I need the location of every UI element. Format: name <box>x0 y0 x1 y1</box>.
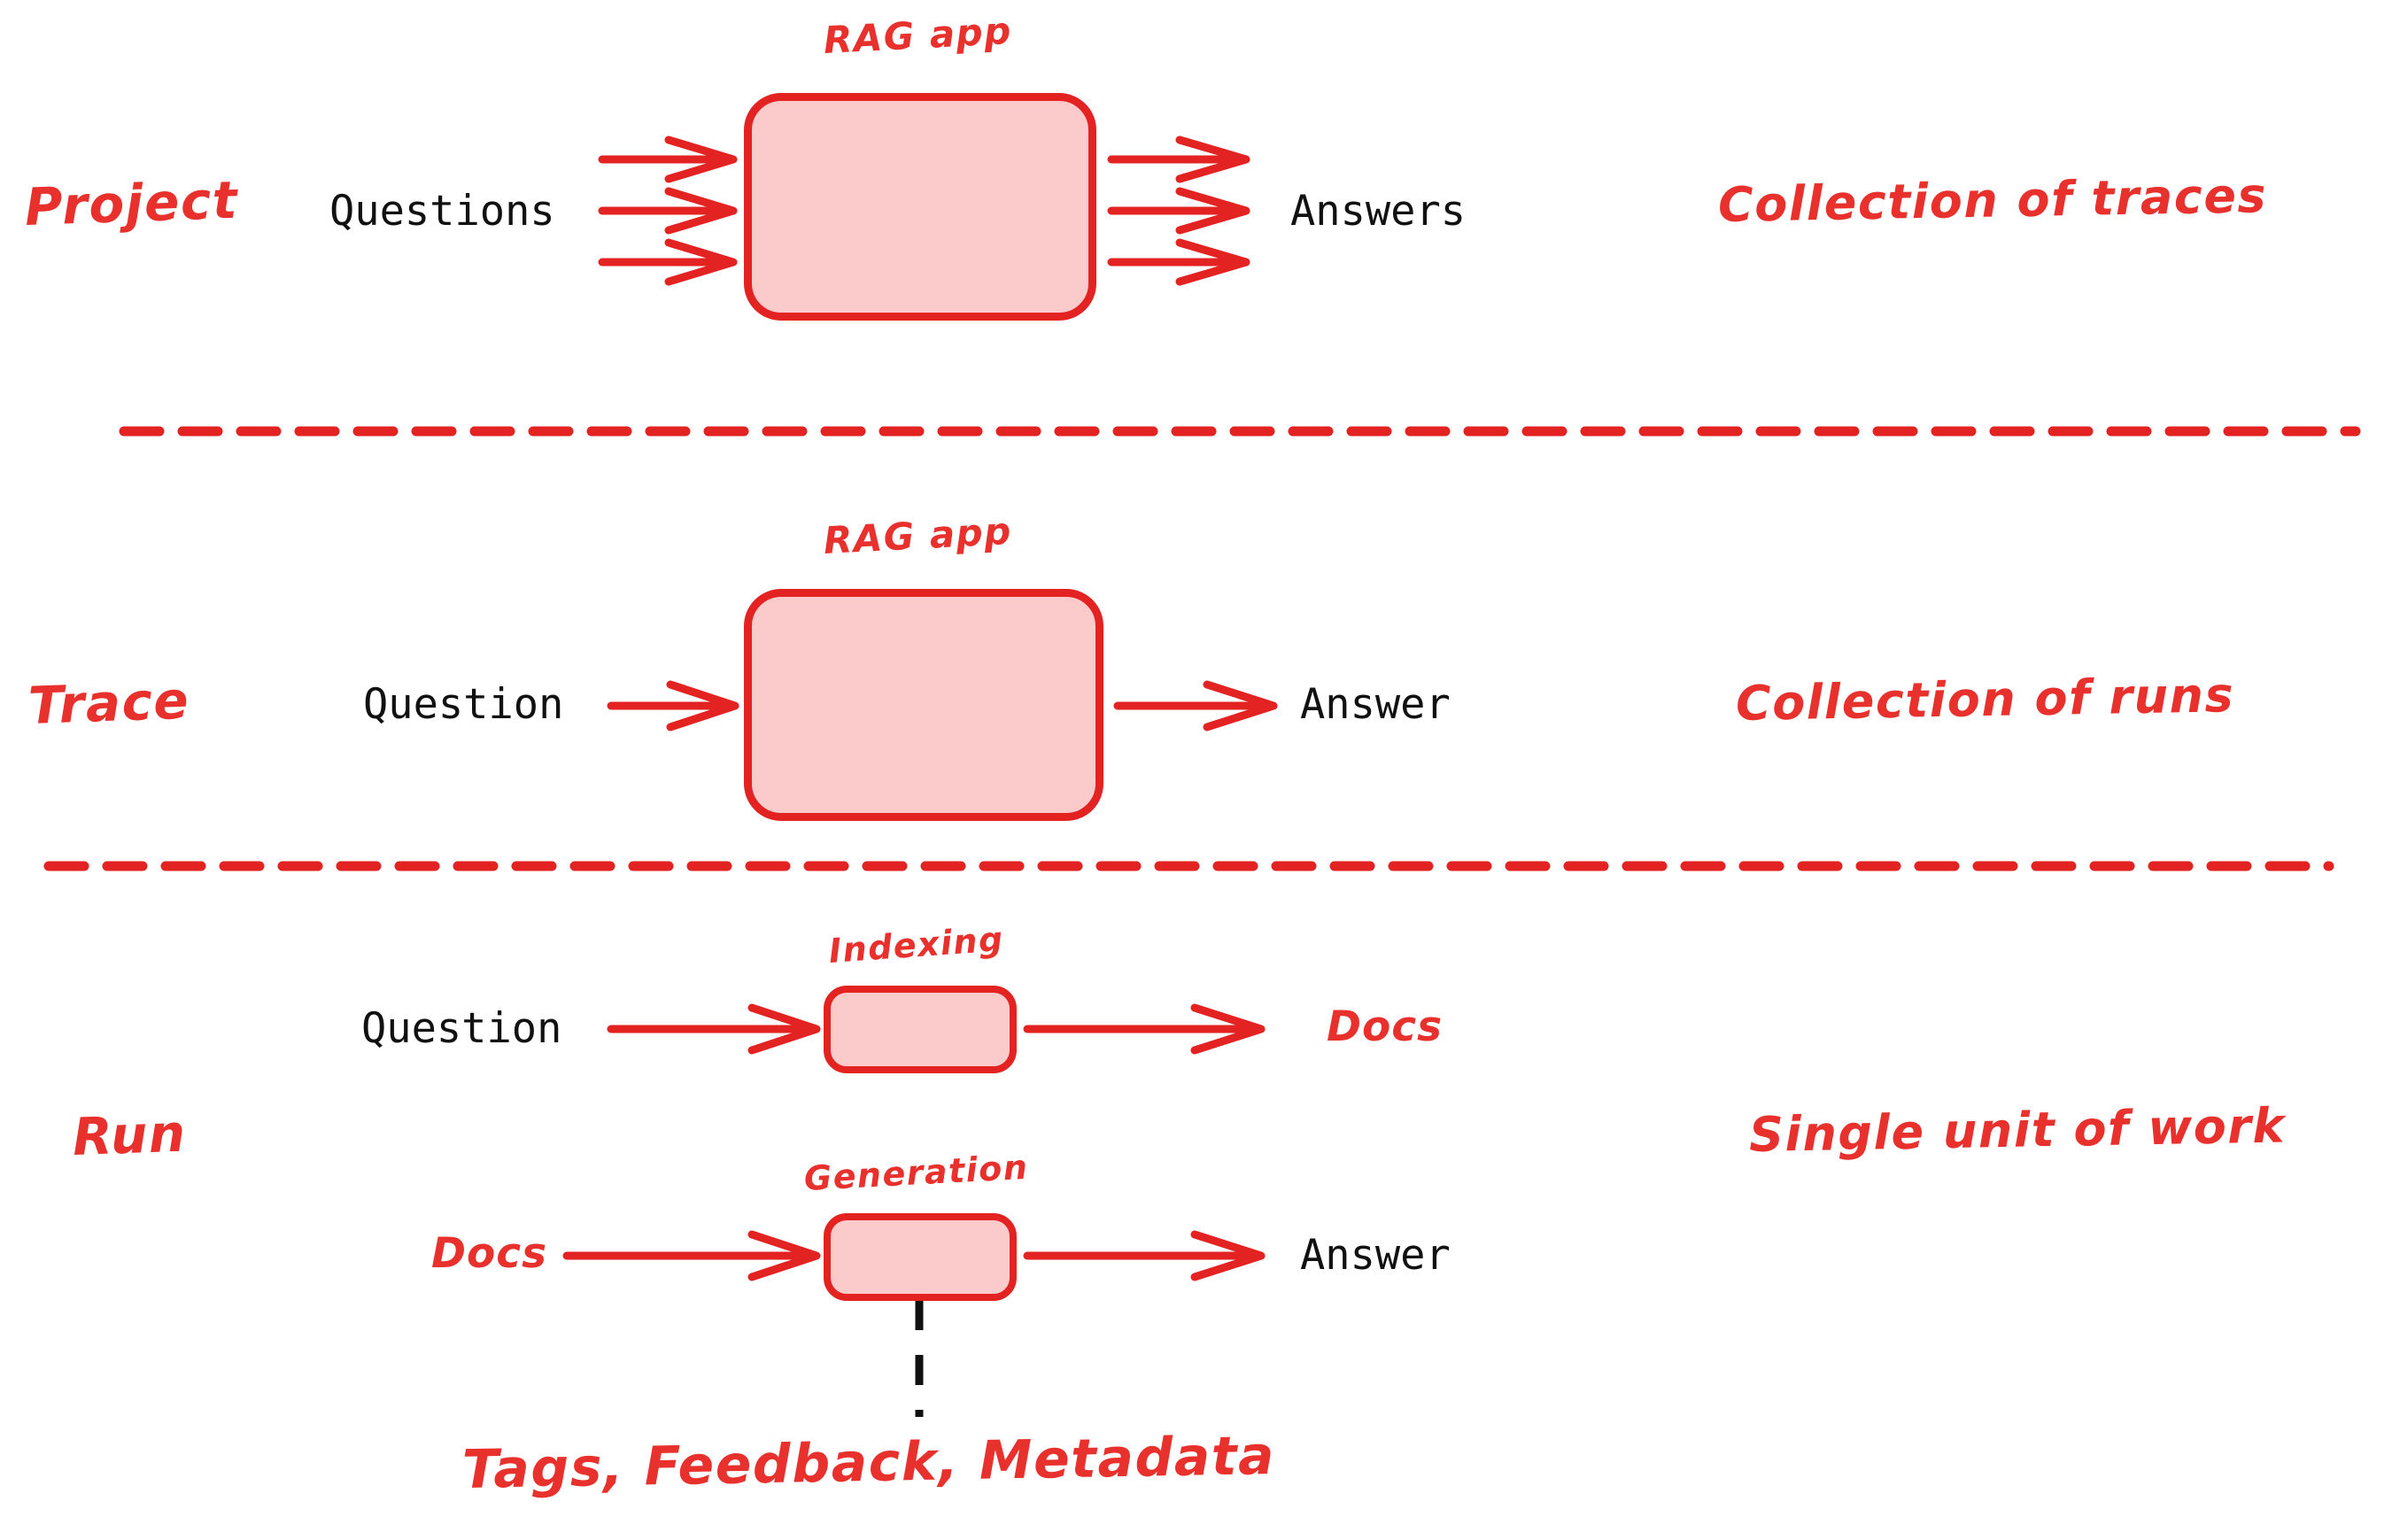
run-concept-label: Run <box>71 1103 188 1167</box>
indexing-box <box>824 986 1017 1073</box>
project-rag-app-box <box>744 93 1096 321</box>
generation-input-arrow <box>562 1230 821 1281</box>
indexing-box-label: Indexing <box>827 919 1006 971</box>
project-output-arrows <box>1107 135 1250 286</box>
trace-box-label: RAG app <box>822 508 1013 562</box>
project-description-label: Collection of traces <box>1717 167 2268 233</box>
indexing-input-label: Question <box>361 1004 562 1053</box>
project-concept-label: Project <box>23 169 240 237</box>
trace-input-arrow <box>607 680 739 731</box>
indexing-output-label: Docs <box>1327 1002 1444 1051</box>
generation-output-label: Answer <box>1300 1231 1451 1280</box>
project-output-label: Answers <box>1290 187 1467 236</box>
indexing-output-arrow <box>1023 1003 1266 1055</box>
generation-output-arrow <box>1023 1230 1266 1281</box>
trace-output-arrow <box>1113 680 1278 731</box>
generation-box <box>824 1213 1017 1301</box>
trace-description-label: Collection of runs <box>1735 667 2235 731</box>
generation-box-label: Generation <box>802 1147 1030 1198</box>
run-annotation-label: Tags, Feedback, Metadata <box>461 1424 1276 1501</box>
run-description-label: Single unit of work <box>1748 1097 2287 1163</box>
project-input-arrows <box>598 135 738 286</box>
indexing-input-arrow <box>607 1003 821 1055</box>
trace-rag-app-box <box>744 589 1103 821</box>
project-input-label: Questions <box>329 187 555 236</box>
project-box-label: RAG app <box>822 8 1013 62</box>
trace-concept-label: Trace <box>27 669 191 736</box>
trace-input-label: Question <box>363 680 564 729</box>
generation-input-label: Docs <box>431 1229 548 1278</box>
trace-output-label: Answer <box>1300 680 1451 729</box>
